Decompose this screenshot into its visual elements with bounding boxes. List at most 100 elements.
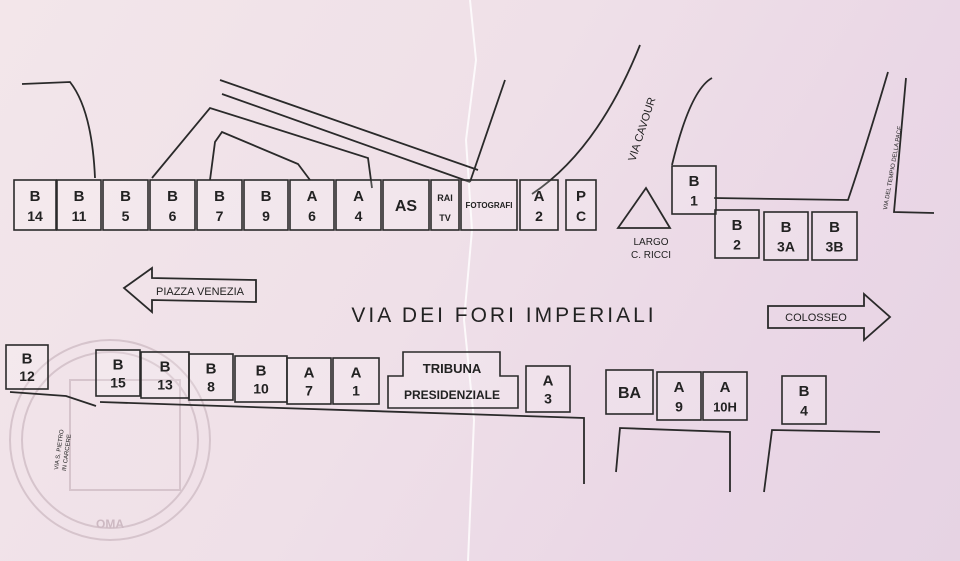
sector-box: A6: [289, 179, 335, 231]
sector-box: A4: [335, 179, 382, 231]
sector-box-frame: [188, 353, 234, 401]
largo-triangle: [616, 186, 672, 229]
sector-box-number: C: [576, 208, 586, 224]
sector-box: B 11: [56, 179, 102, 231]
sector-box-letter: A: [307, 188, 318, 205]
sector-box-letter: A: [720, 379, 731, 396]
sector-box-frame: [102, 179, 149, 231]
sector-box: B7: [196, 179, 243, 231]
sector-box: B2: [714, 209, 760, 259]
sector-box-frame: [702, 371, 748, 421]
sector-box-frame: [196, 179, 243, 231]
sector-box: B10: [234, 355, 288, 403]
sector-box-number: 15: [110, 375, 126, 391]
tribuna-presidenziale: TRIBUNA PRESIDENZIALE: [387, 351, 519, 409]
sector-box: A1: [332, 357, 380, 405]
arrow-piazza-venezia: PIAZZA VENEZIA: [122, 266, 257, 314]
sector-box-number: 1: [690, 192, 698, 208]
sector-box: B15: [95, 349, 141, 397]
sector-box-frame: [289, 179, 335, 231]
sector-box-letter: B: [30, 188, 41, 205]
sector-box: A2: [519, 179, 559, 231]
sector-box-letter: BA: [618, 385, 642, 402]
sector-box: A7: [286, 357, 332, 405]
sector-box-frame: [811, 211, 858, 261]
sector-box-frame: [332, 357, 380, 405]
sector-box-number: 6: [308, 208, 316, 224]
sector-box-number: 12: [19, 368, 35, 384]
sector-box: B5: [102, 179, 149, 231]
sector-box: FOTOGRAFI: [460, 179, 518, 231]
sector-box-number: 3: [544, 391, 552, 407]
street-via-cavour: VIA CAVOUR: [626, 96, 658, 163]
sector-box-letter: B: [74, 188, 85, 205]
sector-box-frame: [335, 179, 382, 231]
sector-box: B4: [781, 375, 827, 425]
sector-box-letter: B: [256, 362, 267, 379]
sector-box-number: 10H: [713, 399, 737, 414]
sector-box-frame: [149, 179, 196, 231]
sector-box-frame: [5, 344, 49, 390]
sector-box-frame: [95, 349, 141, 397]
sector-box-number: 2: [733, 236, 741, 252]
sector-box-letter: A: [304, 364, 315, 381]
arrow-colosseo-label: COLOSSEO: [785, 312, 847, 324]
top-left-outline: [21, 79, 506, 189]
sector-box-letter: AS: [395, 198, 418, 215]
sector-box-number: 5: [122, 208, 130, 224]
sector-box: PC: [565, 179, 597, 231]
street-san-pietro-line2: IN CARCERE: [62, 434, 73, 471]
sector-box: B8: [188, 353, 234, 401]
sector-box-letter: B: [799, 383, 810, 400]
sector-box-letter: A: [543, 372, 554, 389]
sector-box-number: TV: [439, 213, 451, 223]
sector-box: B6: [149, 179, 196, 231]
sector-box: B 14: [13, 179, 57, 231]
arrow-colosseo: COLOSSEO: [767, 292, 892, 342]
tribuna-line1: TRIBUNA: [423, 361, 482, 376]
sector-box-frame: [286, 357, 332, 405]
sector-box-letter: B: [214, 188, 225, 205]
sector-box-letter: P: [576, 188, 586, 205]
sector-box: B3A: [763, 211, 809, 261]
sector-box-letter: A: [351, 364, 362, 381]
sector-box-number: 14: [27, 208, 43, 224]
paper-fold: [462, 0, 478, 561]
sector-box-letter: FOTOGRAFI: [466, 201, 513, 210]
sector-box-frame: [243, 179, 289, 231]
sector-box-frame: [519, 179, 559, 231]
sector-box-frame: [382, 179, 430, 231]
sector-box-letter: B: [206, 360, 217, 377]
sector-box-letter: B: [120, 188, 131, 205]
sector-box-frame: [565, 179, 597, 231]
sector-box-frame: [714, 209, 760, 259]
sector-box-frame: [56, 179, 102, 231]
sector-box-letter: B: [22, 350, 33, 367]
sector-box-letter: B: [732, 217, 743, 234]
sector-box-letter: B: [829, 219, 840, 236]
sector-box-letter: B: [160, 358, 171, 375]
sector-box: BA: [605, 369, 654, 415]
sector-box-number: 6: [169, 208, 177, 224]
street-san-pietro-line1: VIA S. PIETRO: [54, 429, 66, 470]
sector-box-letter: B: [261, 188, 272, 205]
street-tempio-pace: VIA DEL TEMPIO DELLA PACE: [883, 126, 904, 211]
sector-box-number: 11: [72, 208, 87, 224]
sector-box: B13: [140, 351, 190, 399]
sector-box: A 10H: [702, 371, 748, 421]
sector-box-letter: A: [353, 188, 364, 205]
largo-label-line2: C. RICCI: [631, 250, 671, 261]
road-name: VIA DEI FORI IMPERIALI: [351, 304, 656, 327]
sector-box: B3B: [811, 211, 858, 261]
sector-box-frame: [763, 211, 809, 261]
sector-box-number: 4: [800, 402, 808, 418]
sector-box-frame: [671, 165, 717, 215]
sector-box-frame: [13, 179, 57, 231]
sector-box: AS: [382, 179, 430, 231]
sector-box-frame: [525, 365, 571, 413]
sector-box: B1: [671, 165, 717, 215]
sector-box-letter: A: [674, 379, 685, 396]
